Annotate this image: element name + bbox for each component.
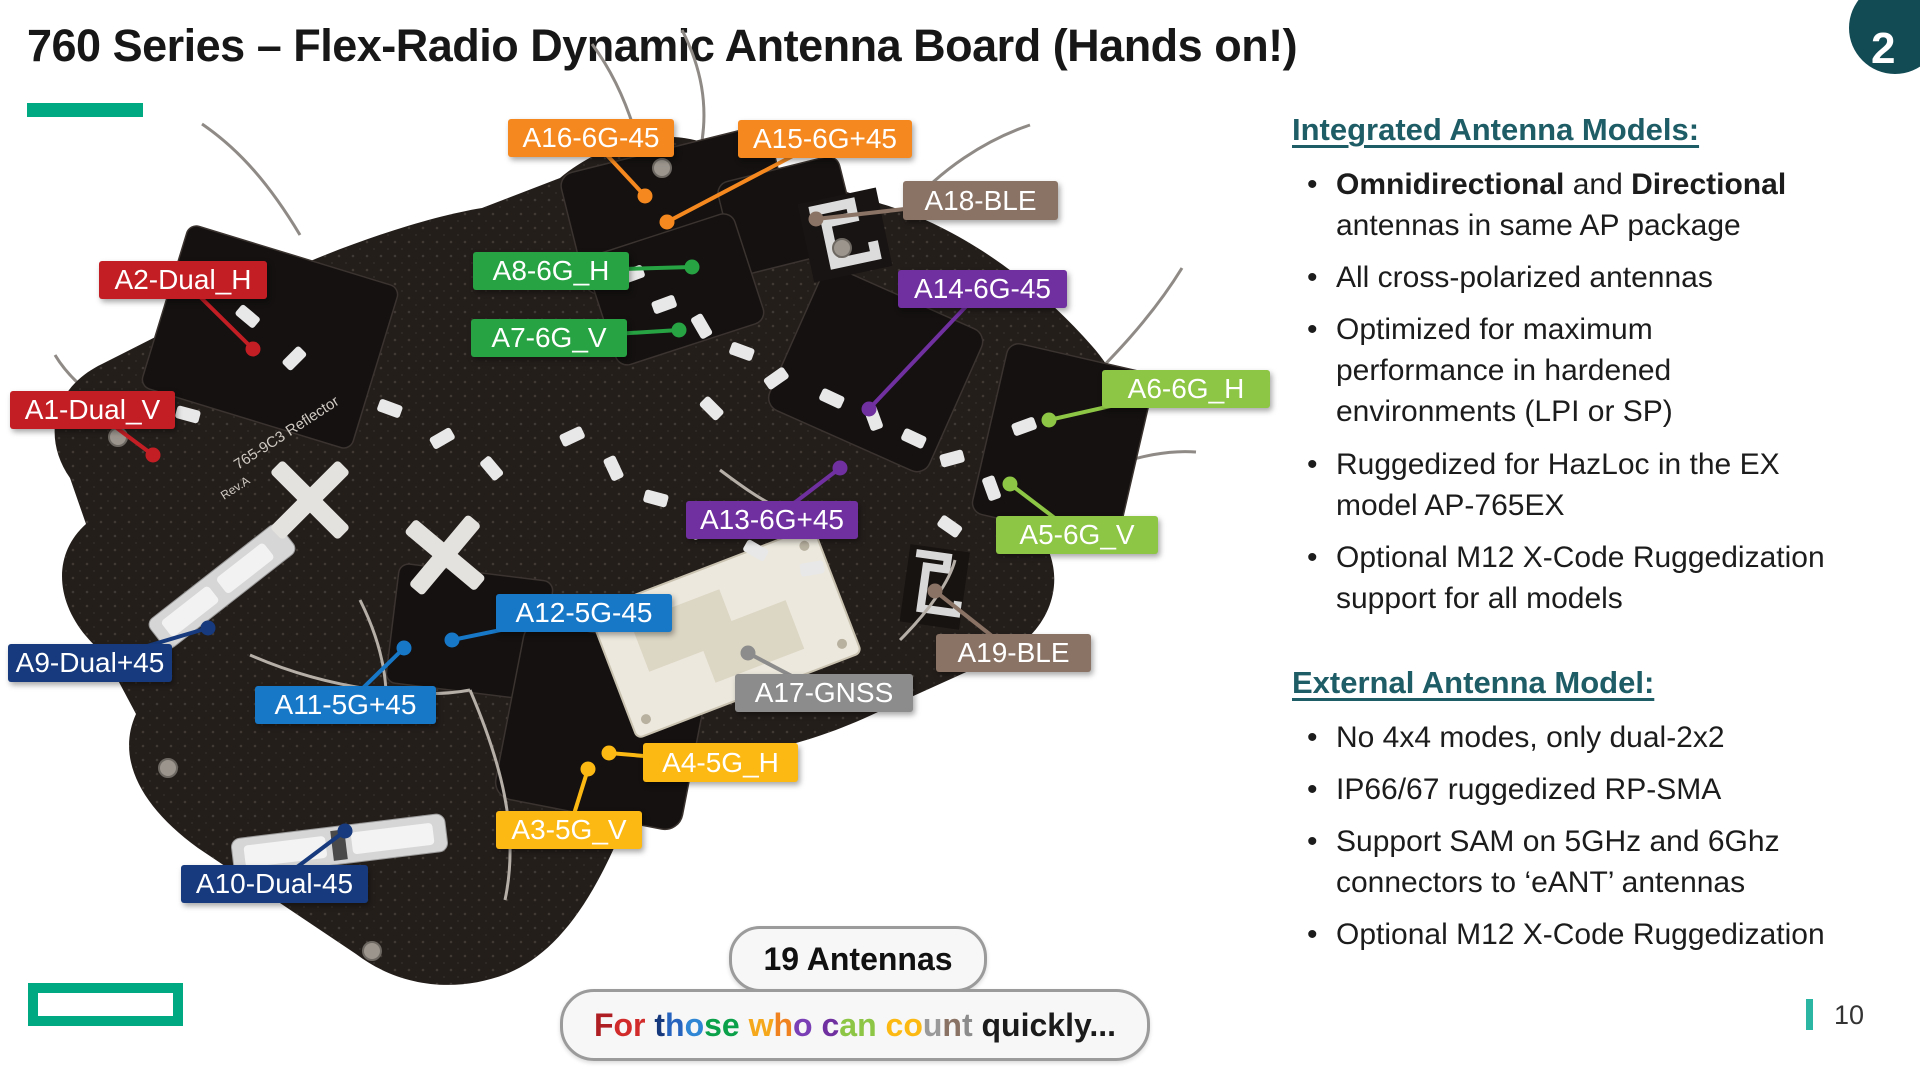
rainbow-letter: o: [684, 1006, 705, 1043]
bullet-text: model AP-765EX: [1336, 488, 1565, 522]
bullet-text: antennas in same AP package: [1336, 209, 1741, 243]
footer-divider: [1806, 999, 1813, 1030]
callout-a14-6g-45: A14-6G-45: [898, 270, 1067, 308]
rainbow-letter: e: [721, 1006, 740, 1043]
bullet-item: No 4x4 modes, only dual-2x2: [1292, 717, 1912, 758]
callout-a3-5g_v: A3-5G_V: [496, 811, 642, 849]
rainbow-letter: quickly...: [981, 1006, 1117, 1043]
external-heading: External Antenna Model:: [1292, 664, 1655, 700]
callout-a6-6g_h: A6-6G_H: [1102, 370, 1270, 408]
bullet-text: environments (LPI or SP): [1336, 395, 1673, 429]
callout-a11-5g+45: A11-5G+45: [255, 686, 436, 724]
rainbow-letter: t: [654, 1006, 666, 1043]
title-accent-bar: [27, 103, 143, 117]
callout-a18-ble: A18-BLE: [903, 181, 1058, 220]
callout-a10-dual-45: A10-Dual-45: [181, 865, 368, 903]
external-section: External Antenna Model: No 4x4 modes, on…: [1292, 664, 1912, 956]
bullet-text: No 4x4 modes, only dual-2x2: [1336, 720, 1725, 754]
rainbow-letter: n: [857, 1006, 877, 1043]
bullet-text: Directional: [1631, 168, 1787, 201]
callout-a1-dual_v: A1-Dual_V: [10, 391, 175, 429]
ble-bracket-a18: [797, 187, 893, 283]
bullet-text: All cross-polarized antennas: [1336, 261, 1713, 295]
rainbow-letter: n: [942, 1006, 962, 1043]
bullet-item: All cross-polarized antennas: [1292, 257, 1912, 298]
integrated-bullet-list: Omnidirectional and Directional antennas …: [1292, 164, 1912, 619]
rainbow-letter: w: [748, 1006, 774, 1043]
bullet-item: Support SAM on 5GHz and 6Ghz connectors t…: [1292, 821, 1912, 903]
rainbow-letter: [877, 1007, 886, 1043]
rainbow-letter: t: [961, 1006, 973, 1043]
cross-dipoles: [271, 461, 485, 595]
callout-a8-6g_h: A8-6G_H: [473, 252, 629, 290]
bullet-item: IP66/67 ruggedized RP-SMA: [1292, 769, 1912, 810]
callout-a13-6g+45: A13-6G+45: [686, 501, 858, 539]
antenna-count-text: 19 Antennas: [763, 940, 953, 977]
bullet-text: Ruggedized for HazLoc in the EX: [1336, 447, 1780, 481]
rainbow-letter: o: [613, 1006, 634, 1043]
bullet-text: support for all models: [1336, 581, 1623, 615]
callout-a17-gnss: A17-GNSS: [735, 674, 913, 712]
callout-a5-6g_v: A5-6G_V: [996, 516, 1158, 554]
rainbow-letter: F: [593, 1006, 614, 1043]
rainbow-letter: a: [839, 1006, 858, 1043]
bullet-text: Support SAM on 5GHz and 6Ghz: [1336, 825, 1780, 859]
callout-a19-ble: A19-BLE: [936, 634, 1091, 672]
bullet-item: Omnidirectional and Directional antennas …: [1292, 164, 1912, 246]
bullet-text: Optional M12 X-Code Ruggedization: [1336, 540, 1825, 574]
rainbow-letter: o: [903, 1006, 923, 1043]
right-panel: Integrated Antenna Models: Omnidirection…: [1292, 112, 1912, 966]
bullet-text: Optimized for maximum: [1336, 313, 1653, 347]
antenna-count-pill: 19 Antennas: [729, 926, 987, 992]
callout-a12-5g-45: A12-5G-45: [496, 594, 672, 632]
integrated-section: Integrated Antenna Models: Omnidirection…: [1292, 112, 1912, 619]
bullet-text: IP66/67 ruggedized RP-SMA: [1336, 773, 1722, 807]
page-number: 10: [1834, 1000, 1865, 1030]
bullet-text: and: [1564, 168, 1632, 201]
bullet-item: Optimized for maximum performance in hard…: [1292, 309, 1912, 432]
callout-a7-6g_v: A7-6G_V: [471, 319, 627, 357]
ble-bracket-a19: [899, 544, 970, 630]
rainbow-letter: s: [704, 1006, 722, 1043]
rainbow-letter: c: [821, 1006, 840, 1043]
integrated-heading: Integrated Antenna Models:: [1292, 112, 1700, 147]
bullet-text: Optional M12 X-Code Ruggedization: [1336, 918, 1825, 952]
callout-a15-6g+45: A15-6G+45: [738, 120, 912, 158]
rainbow-letter: c: [885, 1006, 904, 1043]
page-title: 760 Series – Flex-Radio Dynamic Antenna …: [27, 20, 1298, 71]
badge-number: 2: [1871, 24, 1896, 73]
bullet-item: Optional M12 X-Code Ruggedization support…: [1292, 537, 1912, 619]
bullet-text: Omnidirectional: [1336, 168, 1565, 201]
callout-a9-dual+45: A9-Dual+45: [8, 644, 172, 682]
dual-connector-a9: [148, 524, 296, 649]
callout-a2-dual_h: A2-Dual_H: [99, 261, 267, 299]
hpe-logo: [28, 983, 183, 1026]
callout-a16-6g-45: A16-6G-45: [508, 119, 674, 157]
rainbow-letter: r: [633, 1006, 646, 1043]
rainbow-letter: [973, 1007, 982, 1043]
rainbow-letter: h: [665, 1006, 685, 1043]
bullet-item: Optional M12 X-Code Ruggedization: [1292, 914, 1912, 955]
rainbow-letter: o: [793, 1006, 813, 1043]
rainbow-letter: h: [773, 1006, 794, 1043]
rainbow-letter: u: [922, 1006, 943, 1043]
callout-a4-5g_h: A4-5G_H: [643, 743, 798, 782]
bullet-text: connectors to ‘eANT’ antennas: [1336, 866, 1746, 900]
bullet-text: performance in hardened: [1336, 354, 1672, 388]
bullet-item: Ruggedized for HazLoc in the EX model AP-…: [1292, 444, 1912, 526]
rainbow-caption-text: For those who can count quickly...: [594, 1007, 1116, 1044]
external-bullet-list: No 4x4 modes, only dual-2x2IP66/67 rugge…: [1292, 717, 1912, 956]
rainbow-letter: [740, 1007, 749, 1043]
rainbow-caption-pill: For those who can count quickly...: [560, 989, 1150, 1061]
pcb-board: 765-9C3 Reflector Rev.A: [53, 29, 1197, 985]
